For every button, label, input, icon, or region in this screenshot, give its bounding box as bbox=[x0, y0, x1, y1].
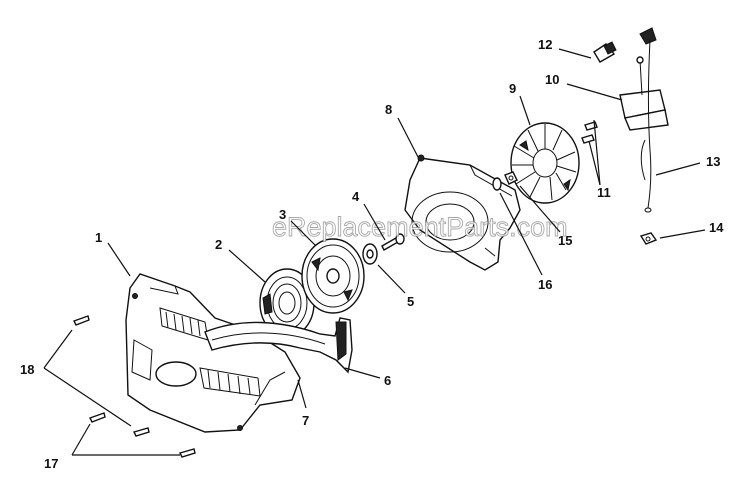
spark-plug-boot-part bbox=[593, 41, 617, 63]
watermark-text: eReplacementParts.com bbox=[272, 212, 568, 242]
small-nut-part bbox=[639, 232, 658, 245]
callout-17: 17 bbox=[44, 456, 58, 471]
callout-15: 15 bbox=[558, 233, 572, 248]
callout-11: 11 bbox=[597, 185, 611, 200]
callout-9: 9 bbox=[509, 81, 516, 96]
callout-14: 14 bbox=[709, 220, 724, 235]
callout-6: 6 bbox=[384, 373, 391, 388]
rope-pulley-part bbox=[301, 238, 365, 314]
housing-screws-part bbox=[73, 315, 196, 458]
starter-housing-part bbox=[125, 273, 301, 433]
callout-18: 18 bbox=[20, 362, 34, 377]
starter-handle-part bbox=[204, 317, 353, 374]
leader-lines bbox=[43, 48, 706, 456]
screw-part bbox=[381, 233, 405, 251]
ignition-module-part bbox=[619, 56, 669, 131]
flywheel-washer-part bbox=[492, 177, 502, 191]
callout-5: 5 bbox=[407, 294, 414, 309]
callout-10: 10 bbox=[545, 72, 559, 87]
callout-3: 3 bbox=[279, 207, 286, 222]
spark-wire-part bbox=[639, 27, 657, 213]
callout-13: 13 bbox=[706, 154, 720, 169]
callout-12: 12 bbox=[538, 37, 552, 52]
callout-labels: 1 2 3 4 5 6 7 8 9 10 11 12 13 14 15 16 1… bbox=[20, 37, 724, 471]
callout-2: 2 bbox=[215, 237, 222, 252]
callout-8: 8 bbox=[385, 102, 392, 117]
flywheel-part bbox=[510, 122, 580, 204]
callout-16: 16 bbox=[538, 277, 552, 292]
washer-part bbox=[362, 243, 378, 265]
callout-4: 4 bbox=[352, 189, 360, 204]
callout-1: 1 bbox=[95, 230, 102, 245]
callout-7: 7 bbox=[302, 413, 309, 428]
flywheel-nut-part bbox=[504, 171, 518, 185]
